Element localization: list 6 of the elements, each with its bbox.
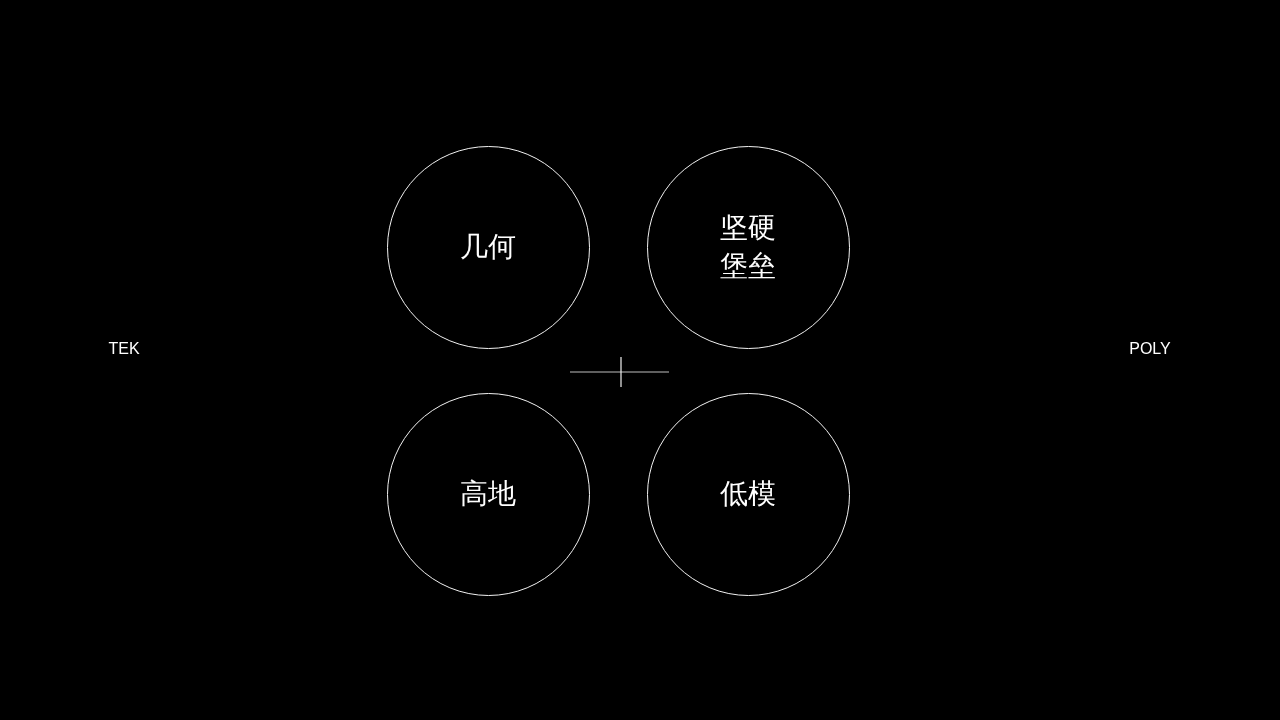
keyword-text: 几何: [459, 230, 517, 265]
keyword-text: 低模: [719, 477, 777, 512]
keyword-text: 坚硬堡垒: [719, 211, 777, 283]
side-label: TEK: [108, 339, 140, 359]
side-label: POLY: [1129, 339, 1171, 359]
keyword-text: 高地: [459, 477, 517, 512]
